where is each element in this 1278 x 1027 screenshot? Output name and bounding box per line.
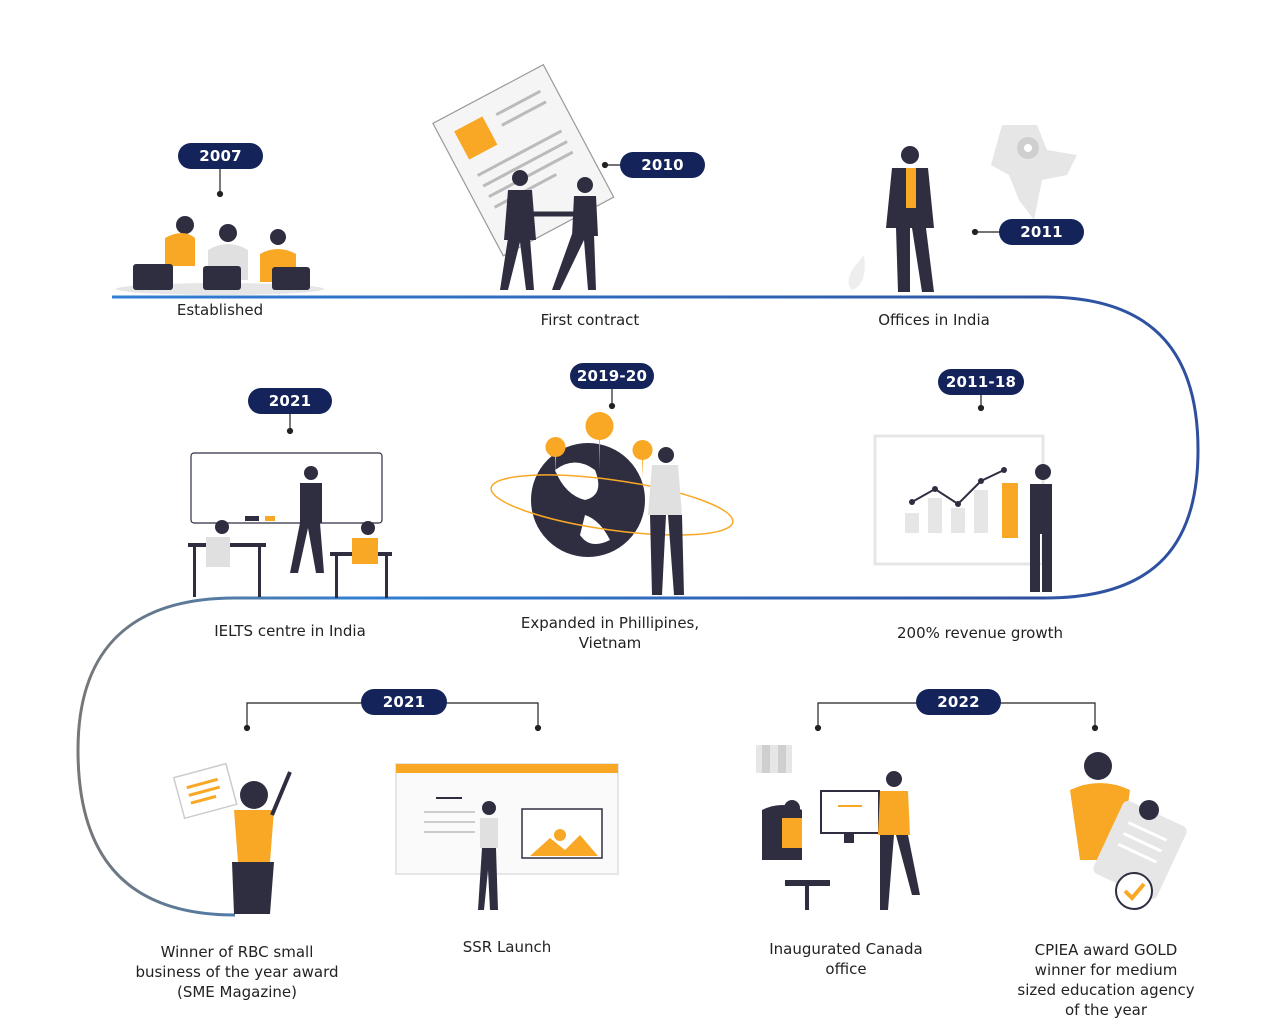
year-badge-2010: 2010 xyxy=(620,152,705,178)
year-badge-2011-18: 2011-18 xyxy=(938,369,1024,395)
label-expansion: Expanded in Phillipines, Vietnam xyxy=(520,614,700,652)
connectors xyxy=(216,161,1099,732)
label-revenue-growth: 200% revenue growth xyxy=(896,624,1064,642)
year-badge-2007: 2007 xyxy=(178,143,263,169)
ielts-illustration xyxy=(188,452,392,598)
year-badge-2021-ielts: 2021 xyxy=(248,388,332,414)
timeline-path xyxy=(76,295,1200,917)
year-badge-2022: 2022 xyxy=(916,689,1001,715)
first-contract-illustration xyxy=(432,63,615,290)
ssr-illustration xyxy=(395,763,619,910)
label-offices-india: Offices in India xyxy=(878,311,990,329)
label-ssr-launch: SSR Launch xyxy=(462,938,552,956)
label-canada-office: Inaugurated Canada office xyxy=(769,940,923,978)
year-badge-2019-20: 2019-20 xyxy=(570,363,654,389)
offices-india-illustration xyxy=(848,125,1077,292)
revenue-illustration xyxy=(873,434,1052,592)
year-badge-2021-awards: 2021 xyxy=(361,689,447,715)
year-badge-2011: 2011 xyxy=(999,219,1084,245)
rbc-award-illustration xyxy=(172,762,292,914)
label-ielts-centre: IELTS centre in India xyxy=(214,622,366,640)
label-cpiea-award: CPIEA award GOLD winner for medium sized… xyxy=(1017,941,1195,1019)
canada-office-illustration xyxy=(756,745,920,910)
expansion-illustration xyxy=(490,412,734,595)
label-established: Established xyxy=(176,301,264,319)
established-illustration xyxy=(116,216,324,295)
cpiea-award-illustration xyxy=(1070,752,1187,910)
label-first-contract: First contract xyxy=(540,311,640,329)
label-rbc-award: Winner of RBC small business of the year… xyxy=(135,943,339,1001)
